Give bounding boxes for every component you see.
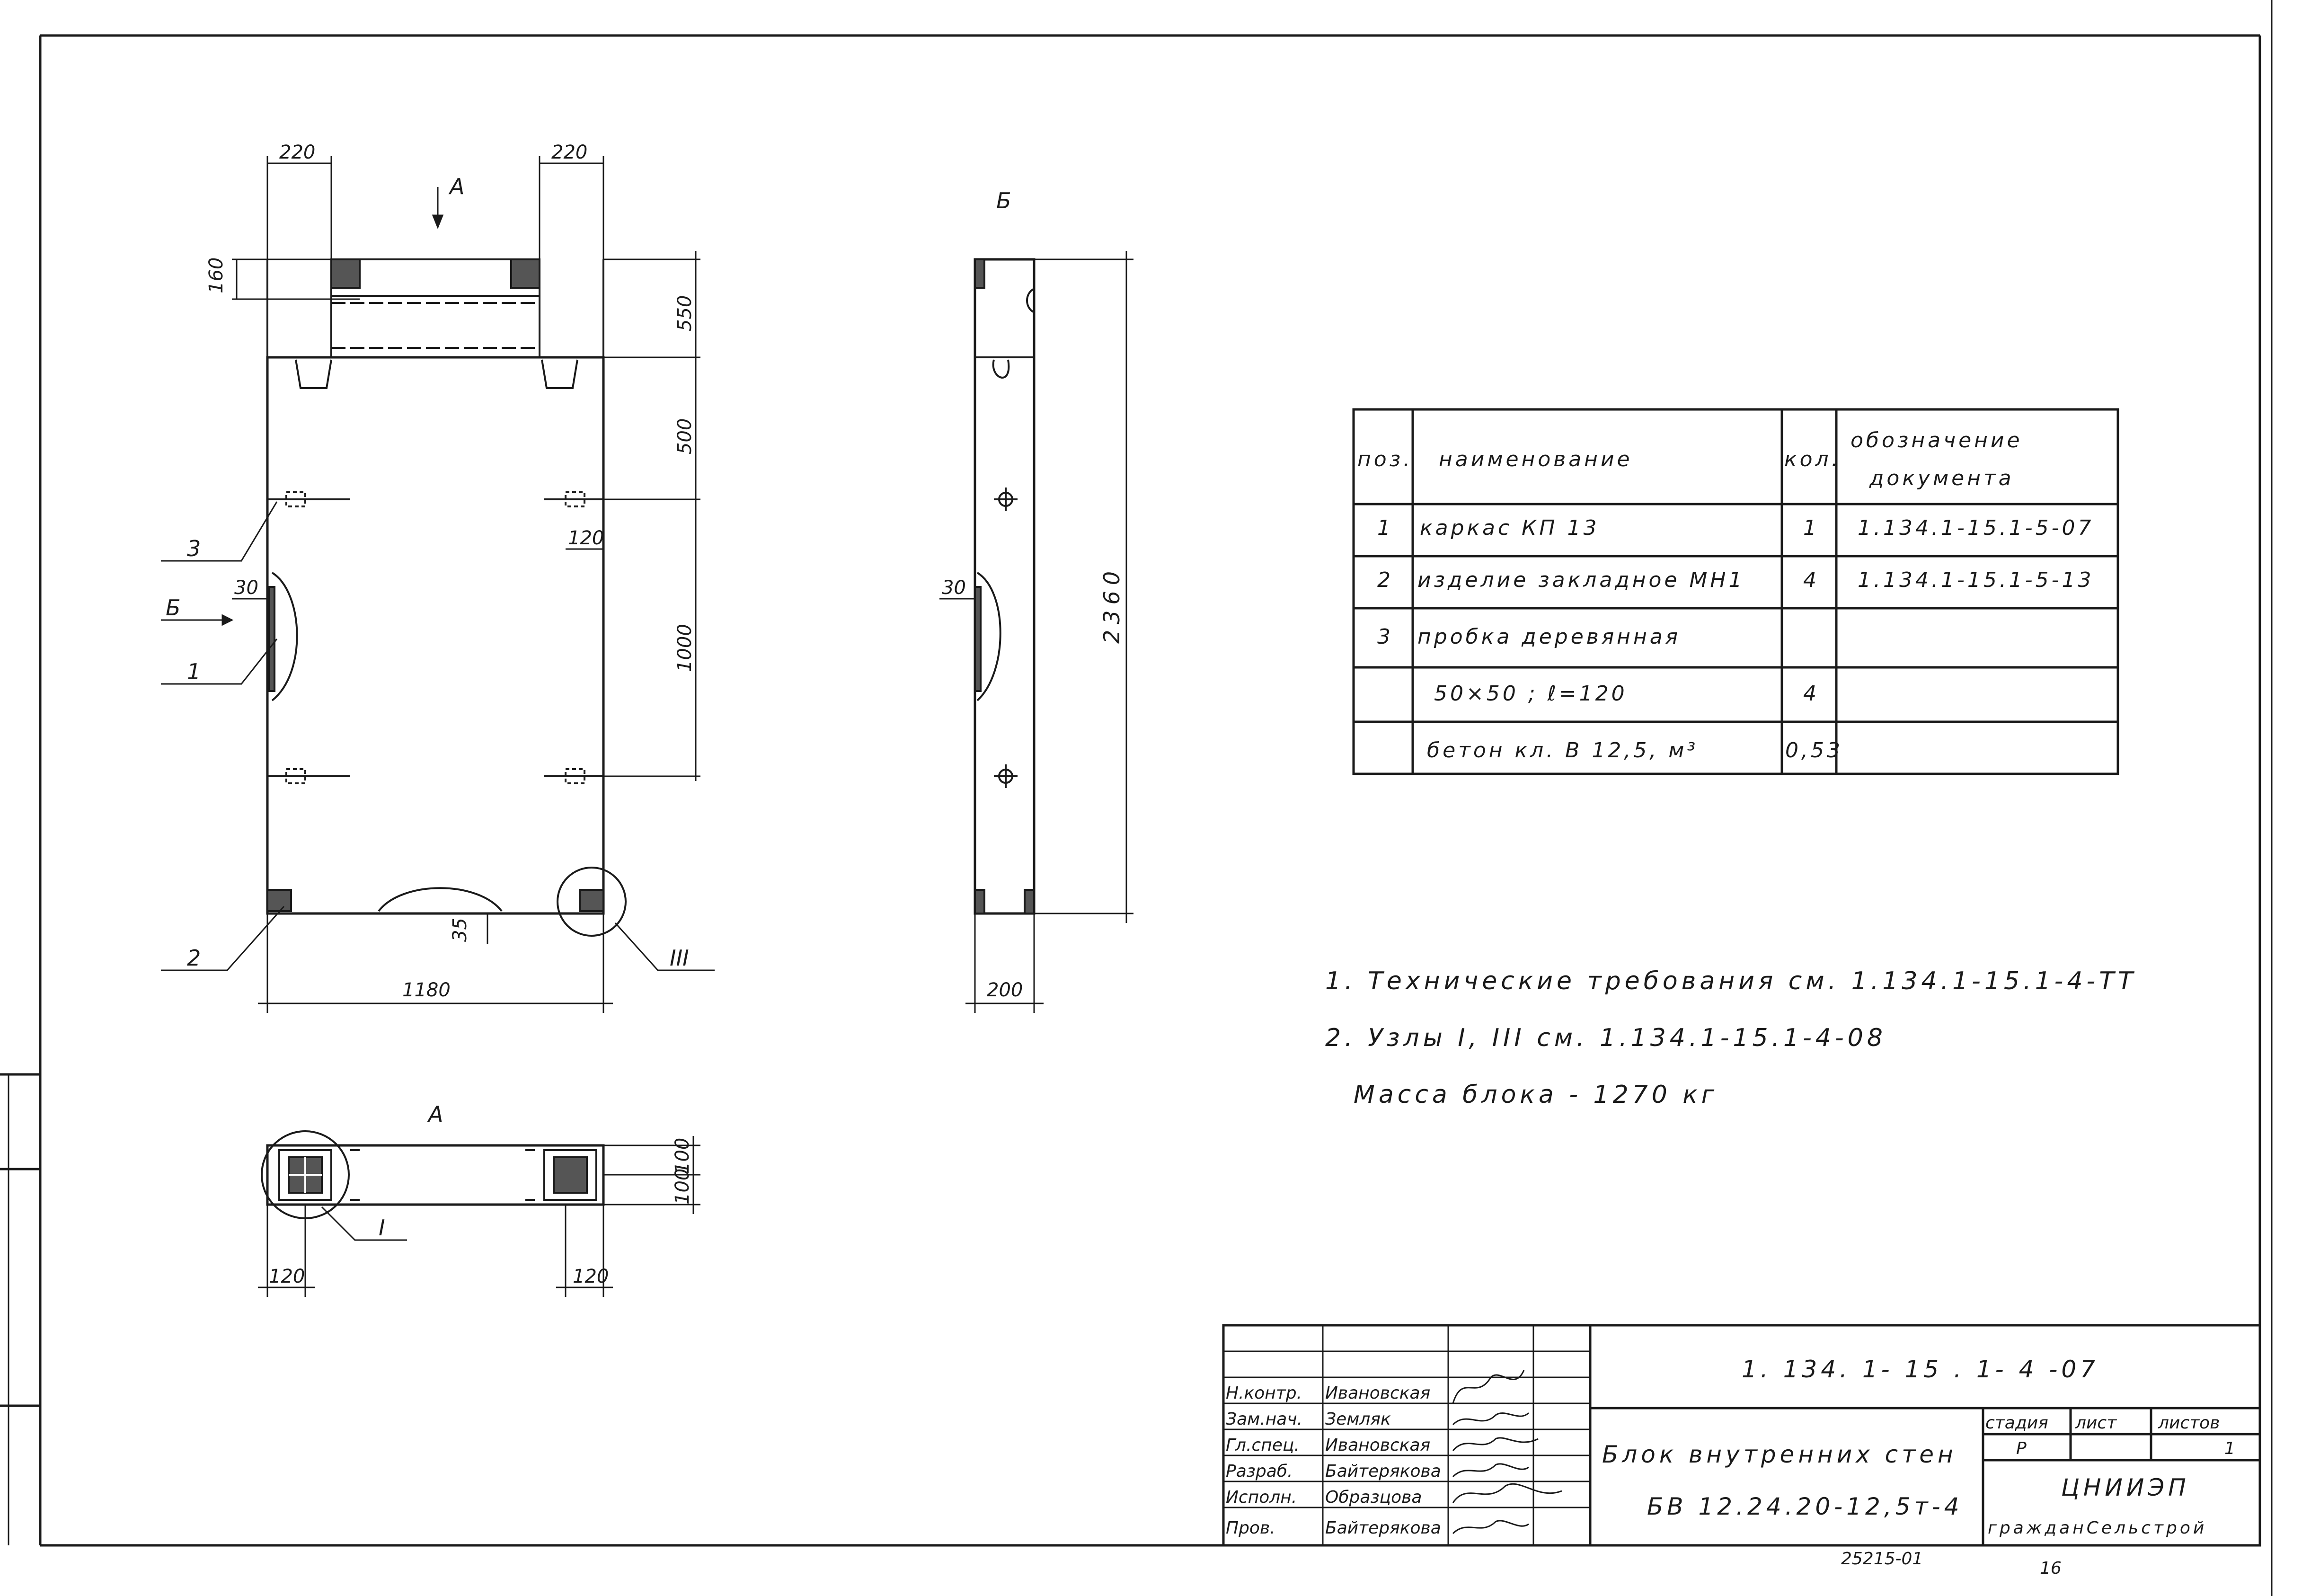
name-4: Байтерякова bbox=[1325, 1462, 1441, 1481]
name-5: Образцова bbox=[1325, 1488, 1422, 1507]
title-block-grid bbox=[1223, 1325, 1590, 1545]
view-a-dim-100b: 100 bbox=[672, 1138, 693, 1174]
callout-I: I bbox=[379, 1215, 385, 1241]
role-2: Зам.нач. bbox=[1226, 1410, 1302, 1429]
note-2: 2. Узлы I, III см. 1.134.1-15.1-4-08 bbox=[1325, 1024, 1886, 1052]
callout-1: 1 bbox=[187, 659, 201, 684]
spec-row1-doc: 1.134.1-15.1-5-07 bbox=[1858, 516, 2094, 540]
sheets-value: 1 bbox=[2224, 1439, 2235, 1458]
role-3: Гл.спец. bbox=[1226, 1436, 1300, 1455]
spec-row4-name: 50×50 ; ℓ=120 bbox=[1434, 682, 1628, 706]
side-dim-30: 30 bbox=[942, 577, 966, 599]
dim-35: 35 bbox=[449, 918, 471, 942]
callout-2: 2 bbox=[187, 945, 201, 971]
spec-header-doc1: обозначение bbox=[1850, 428, 2023, 452]
dim-30: 30 bbox=[234, 577, 258, 599]
dim-550: 550 bbox=[674, 295, 696, 331]
callout-3: 3 bbox=[187, 536, 201, 561]
spec-row2-pos: 2 bbox=[1377, 568, 1393, 592]
spec-table bbox=[1352, 408, 2119, 775]
dim-160: 160 bbox=[205, 257, 227, 293]
view-a-dimensions bbox=[258, 1136, 700, 1297]
dim-220-left: 220 bbox=[279, 142, 315, 163]
spec-header-doc2: документа bbox=[1869, 466, 2014, 490]
side-view bbox=[974, 258, 1036, 915]
side-dimensions bbox=[939, 251, 1133, 1013]
note-1: 1. Технические требования см. 1.134.1-15… bbox=[1325, 967, 2137, 995]
org-name-2: гражданСельстрой bbox=[1988, 1518, 2207, 1538]
name-6: Байтерякова bbox=[1325, 1518, 1441, 1538]
role-5: Исполн. bbox=[1226, 1488, 1297, 1507]
org-name-1: ЦНИИЭП bbox=[2061, 1474, 2190, 1501]
product-name: Блок внутренних стен bbox=[1602, 1441, 1957, 1468]
name-2: Земляк bbox=[1325, 1410, 1391, 1429]
spec-row5-qty: 0,53 bbox=[1785, 738, 1843, 763]
spec-header-qty: кол. bbox=[1784, 447, 1841, 471]
role-6: Пров. bbox=[1226, 1518, 1275, 1538]
side-dim-200: 200 bbox=[987, 979, 1023, 1001]
block-plan-view bbox=[266, 258, 627, 937]
stage-value: Р bbox=[2016, 1439, 2027, 1458]
side-view-title: Б bbox=[996, 188, 1011, 213]
name-1: Ивановская bbox=[1325, 1383, 1430, 1403]
spec-row2-doc: 1.134.1-15.1-5-13 bbox=[1858, 568, 2094, 592]
dim-1180: 1180 bbox=[402, 979, 451, 1001]
page-number: 16 bbox=[2040, 1559, 2062, 1578]
view-a-dim-left: 120 bbox=[269, 1266, 305, 1287]
spec-row2-name: изделие закладное МН1 bbox=[1417, 568, 1745, 592]
sheets-header: листов bbox=[2158, 1413, 2220, 1433]
spec-row5-name: бетон кл. В 12,5, м³ bbox=[1427, 738, 1698, 763]
inventory-number: 25215-01 bbox=[1841, 1549, 1923, 1569]
view-a-dim-right: 120 bbox=[573, 1266, 609, 1287]
signatures bbox=[1452, 1370, 1562, 1534]
spec-row2-qty: 4 bbox=[1803, 568, 1819, 592]
plan-dimensions bbox=[161, 156, 715, 1013]
spec-row1-qty: 1 bbox=[1803, 516, 1819, 540]
note-mass: Масса блока - 1270 кг bbox=[1354, 1081, 1718, 1109]
spec-row3-name: пробка деревянная bbox=[1417, 625, 1681, 649]
dim-1000: 1000 bbox=[674, 624, 696, 672]
dim-500: 500 bbox=[674, 418, 696, 454]
doc-code: 1. 134. 1- 15 . 1- 4 -07 bbox=[1742, 1356, 2099, 1383]
dim-120: 120 bbox=[568, 527, 604, 549]
name-3: Ивановская bbox=[1325, 1436, 1430, 1455]
spec-header-pos: поз. bbox=[1357, 447, 1413, 471]
product-mark: БВ 12.24.20-12,5т-4 bbox=[1647, 1493, 1963, 1520]
view-b-mark: Б bbox=[166, 595, 181, 621]
spec-row4-qty: 4 bbox=[1803, 682, 1819, 706]
role-1: Н.контр. bbox=[1226, 1383, 1302, 1403]
spec-row1-name: каркас КП 13 bbox=[1420, 516, 1599, 540]
stage-header: стадия bbox=[1985, 1413, 2048, 1433]
dim-2360: 2360 bbox=[1099, 566, 1124, 644]
role-4: Разраб. bbox=[1226, 1462, 1293, 1481]
dim-220-right: 220 bbox=[551, 142, 587, 163]
view-a bbox=[261, 1130, 605, 1219]
sheet-header: лист bbox=[2075, 1413, 2117, 1433]
spec-header-name: наименование bbox=[1439, 447, 1633, 471]
view-a-mark: A bbox=[448, 174, 464, 199]
view-a-dim-100a: 100 bbox=[672, 1169, 693, 1205]
spec-row1-pos: 1 bbox=[1377, 516, 1393, 540]
spec-row3-pos: 3 bbox=[1377, 625, 1393, 649]
callout-III: III bbox=[670, 945, 689, 971]
title-block bbox=[1222, 1324, 2261, 1547]
view-a-title: А bbox=[427, 1101, 443, 1127]
